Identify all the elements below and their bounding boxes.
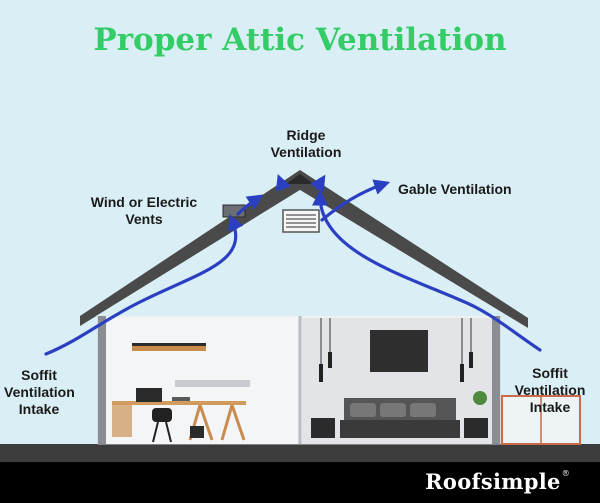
gable-vent [282,209,320,233]
brand-logo: Roofsimple® [425,469,570,494]
label-soffit-intake-left: Soffit Ventilation Intake [4,367,75,417]
label-gable-ventilation: Gable Ventilation [398,181,512,197]
laptop [172,397,190,401]
office-chair [152,408,172,422]
shelf-trim [132,343,206,346]
desk-leg-3 [220,404,234,441]
chair-leg-1 [152,421,159,443]
airflow-arrow-wind-vent [236,194,264,216]
pillow [350,403,376,417]
label-wind-electric-vents: Wind or Electric Vents [90,194,198,227]
pillow [410,403,436,417]
box [190,426,204,438]
wall-base-right [492,314,500,444]
desk-top [112,401,246,405]
airflow-arrows [44,174,542,356]
footer-bar: Roofsimple® [0,462,600,503]
pendant-lamp-1 [319,364,323,382]
wall-base-left [98,314,106,444]
bed-base [340,420,460,438]
chair-leg-2 [165,421,172,443]
ground-strip [0,444,600,462]
ridge-vent-cap [286,174,314,184]
desk-leg-4 [230,404,246,441]
wall-shelf [132,343,206,351]
wall-painting [370,330,428,372]
shelf-unit [112,405,132,437]
light-strip [175,380,250,387]
airflow-arrow-right-intake [312,189,542,352]
registered-mark: ® [561,469,570,478]
pillow [380,403,406,417]
roof-underside [96,190,504,316]
nightstand-left [311,418,335,438]
airflow-arrow-ridge-left [275,174,291,192]
page-title: Proper Attic Ventilation [93,22,507,58]
desk-leg-2 [198,404,214,441]
airflow-arrow-ridge-right [310,174,326,193]
pendant-lamp-4 [469,352,473,368]
pendant-lamp-3 [460,364,464,382]
monitor [136,388,162,402]
pendant-lamp-2 [328,352,332,368]
airflow-arrow-left-intake [44,214,244,356]
nightstand-right [464,418,488,438]
plant [473,391,487,405]
label-ridge-ventilation: Ridge Ventilation [270,127,342,160]
label-soffit-intake-right: Soffit Ventilation Intake [514,365,586,415]
airflow-arrow-gable [320,179,391,222]
brand-name: Roofsimple [425,469,561,494]
